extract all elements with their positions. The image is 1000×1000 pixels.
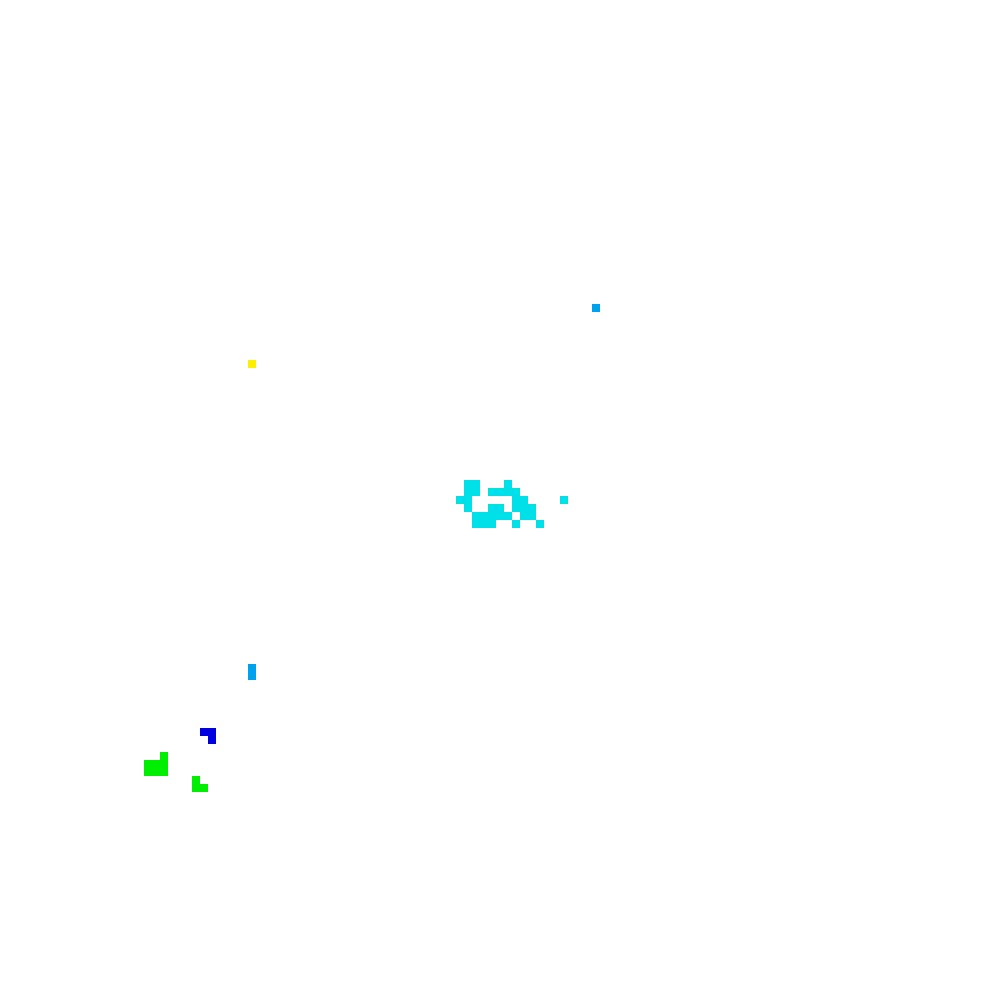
pixel-cell [472, 480, 480, 488]
pixel-cell [592, 304, 600, 312]
pixel-cell [248, 664, 256, 672]
pixel-cell [248, 360, 256, 368]
pixel-cell [480, 520, 488, 528]
pixel-cell [512, 488, 520, 496]
pixel-cell [160, 768, 168, 776]
pixel-cell [152, 760, 160, 768]
pixel-cell [472, 520, 480, 528]
pixel-cell [512, 520, 520, 528]
pixel-cell [496, 504, 504, 512]
pixel-cell [488, 520, 496, 528]
pixel-cell [456, 496, 464, 504]
pixel-cell [520, 496, 528, 504]
pixel-cell [496, 512, 504, 520]
pixel-cell [144, 768, 152, 776]
pixel-cell [160, 760, 168, 768]
pixel-cell [200, 784, 208, 792]
pixel-cell [144, 760, 152, 768]
pixel-cell [192, 784, 200, 792]
pixel-cell [464, 496, 472, 504]
pixel-cell [160, 752, 168, 760]
pixel-cell [520, 512, 528, 520]
pixel-cell [248, 672, 256, 680]
pixel-cell [488, 512, 496, 520]
pixel-cell [464, 480, 472, 488]
pixel-cell [472, 512, 480, 520]
pixel-cell [200, 728, 208, 736]
pixel-cell [512, 496, 520, 504]
pixel-cell [512, 504, 520, 512]
pixel-cell [208, 728, 216, 736]
pixel-cell [536, 520, 544, 528]
pixel-cell [472, 488, 480, 496]
pixel-cell [152, 768, 160, 776]
pixel-cell [528, 504, 536, 512]
pixel-cell [208, 736, 216, 744]
pixel-cell [528, 512, 536, 520]
pixel-cell [464, 488, 472, 496]
pixel-cell [504, 480, 512, 488]
pixel-cell [560, 496, 568, 504]
pixel-cell [192, 776, 200, 784]
pixel-cell [464, 504, 472, 512]
pixel-cell [496, 488, 504, 496]
pixel-cell [488, 488, 496, 496]
pixel-cell [504, 488, 512, 496]
pixel-cell [520, 504, 528, 512]
pixel-cell [480, 512, 488, 520]
pixel-cell [488, 504, 496, 512]
pixel-cell [504, 512, 512, 520]
